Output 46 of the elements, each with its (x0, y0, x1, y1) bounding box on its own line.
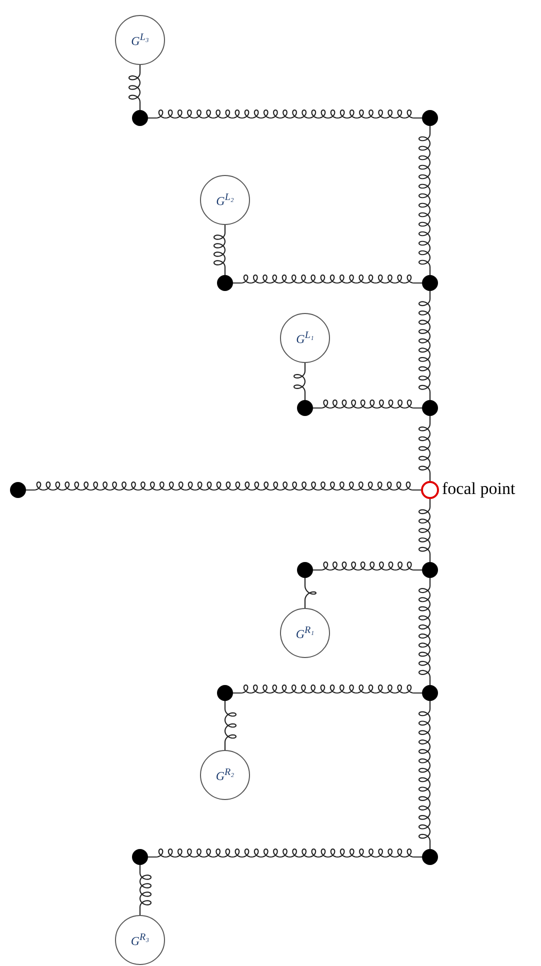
joint-dot (422, 275, 438, 291)
spring-connector (128, 65, 141, 110)
node-circle (115, 15, 165, 65)
node-circle (115, 915, 165, 965)
joint-dot (422, 849, 438, 865)
spring-connector (418, 291, 431, 400)
joint-dot (422, 110, 438, 126)
spring-connector (418, 416, 431, 481)
spring-connector (139, 865, 152, 915)
node-label: G$^{R₁}$ (296, 624, 314, 642)
joint-dot (10, 482, 26, 498)
spring-connector (313, 399, 422, 409)
joint-dot (217, 685, 233, 701)
node-label: G$^{R₂}$ (216, 766, 234, 784)
joint-dot (422, 685, 438, 701)
joint-dot (217, 275, 233, 291)
node-label: G$^{L₁}$ (296, 330, 314, 346)
node-circle (200, 750, 250, 800)
joint-dot (297, 562, 313, 578)
spring-connector (233, 684, 422, 694)
spring-connector (418, 701, 431, 849)
spring-connector (233, 274, 422, 284)
joint-dot (297, 400, 313, 416)
joint-dot (132, 849, 148, 865)
node-label: G$^{L₂}$ (216, 192, 234, 208)
spring-connector (26, 481, 422, 491)
spring-connector (418, 126, 431, 275)
node-circle (200, 175, 250, 225)
node-caption: focal point (442, 479, 516, 499)
node-label: G$^{L₃}$ (131, 32, 149, 48)
spring-connector (148, 109, 422, 119)
spring-connector (213, 225, 226, 275)
node-label: G$^{R₃}$ (130, 932, 150, 948)
joint-dot (422, 562, 438, 578)
spring-connector (224, 701, 237, 750)
focal-point-ring (421, 481, 439, 499)
spring-connector (148, 848, 422, 858)
spring-connector (293, 363, 306, 400)
joint-dot (132, 110, 148, 126)
spring-connector (313, 561, 422, 571)
spring-connector (418, 578, 431, 685)
joint-dot (422, 400, 438, 416)
node-circle (280, 608, 330, 658)
node-circle (280, 313, 330, 363)
spring-connector (418, 499, 431, 562)
spring-connector (304, 578, 317, 608)
